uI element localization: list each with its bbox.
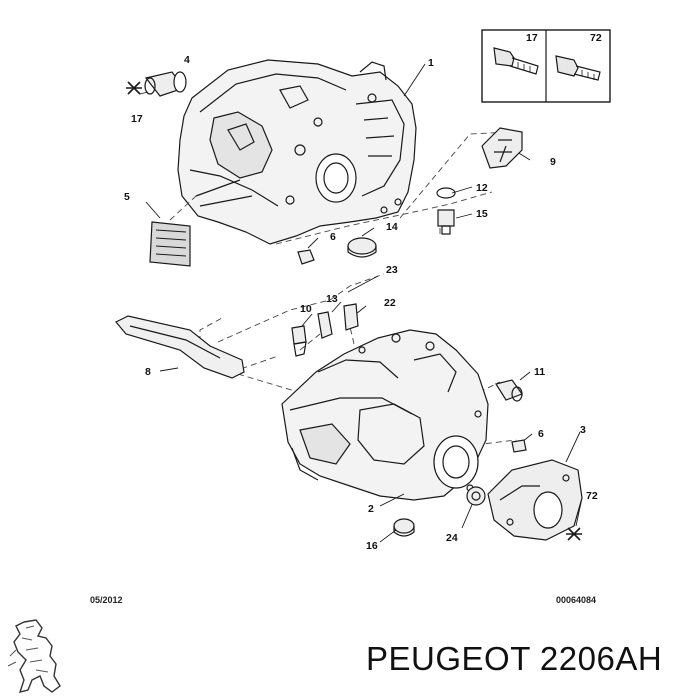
cap-part-16 (393, 518, 415, 537)
plug-part-15 (437, 209, 455, 235)
callout-23: 23 (386, 264, 398, 276)
peugeot-lion-logo (7, 619, 61, 693)
callout-11: 11 (534, 366, 545, 378)
callout-3: 3 (580, 424, 586, 436)
callout-6-lower: 6 (538, 428, 544, 440)
callout-15: 15 (476, 208, 488, 220)
callout-13: 13 (326, 293, 338, 305)
bushing-part-4 (144, 71, 187, 97)
end-cover-part-3 (487, 459, 583, 541)
guide-ring-part-9 (481, 127, 523, 169)
callout-8: 8 (145, 366, 151, 378)
bolt-17-icon (493, 47, 539, 75)
callout-10: 10 (300, 303, 312, 315)
star-marker-72 (566, 527, 582, 541)
document-code: 00064084 (556, 595, 597, 605)
pin-part-11 (495, 379, 523, 402)
callout-6-upper: 6 (330, 231, 336, 243)
star-marker-17 (126, 81, 142, 95)
callout-9: 9 (550, 156, 556, 168)
leader-lines-lower (159, 275, 583, 543)
date-code: 05/2012 (90, 595, 123, 605)
sensor-part-22 (343, 303, 359, 331)
sensor-part-13 (317, 311, 333, 339)
inset-label-17: 17 (526, 32, 538, 44)
nut-part-6-upper (297, 249, 315, 265)
callout-17: 17 (131, 113, 143, 125)
cover-plate-part-5 (149, 221, 191, 267)
callout-12: 12 (476, 182, 488, 194)
nut-part-6-lower (511, 439, 527, 453)
upper-gearbox-housing (177, 59, 417, 245)
callout-16: 16 (366, 540, 378, 552)
callout-2: 2 (368, 503, 374, 515)
seal-part-24 (466, 486, 486, 506)
cap-part-14 (347, 237, 377, 258)
callout-5: 5 (124, 191, 130, 203)
lower-gearbox-housing (281, 329, 489, 501)
callout-14: 14 (386, 221, 398, 233)
callout-labels: 1 2 3 4 5 6 6 8 9 10 11 12 13 14 15 16 1… (124, 32, 602, 552)
fastener-inset-box (481, 29, 611, 103)
callout-4: 4 (184, 54, 190, 66)
callout-72: 72 (586, 490, 598, 502)
callout-1: 1 (428, 57, 434, 69)
washer-part-12 (436, 187, 456, 199)
brand-part-number: PEUGEOT 2206AH (366, 640, 663, 677)
inset-label-72: 72 (590, 32, 602, 44)
fork-rail-part-8 (115, 315, 245, 379)
callout-22: 22 (384, 297, 396, 309)
switch-part-10 (291, 325, 307, 357)
callout-24: 24 (446, 532, 458, 544)
bolt-72-icon (555, 55, 601, 81)
